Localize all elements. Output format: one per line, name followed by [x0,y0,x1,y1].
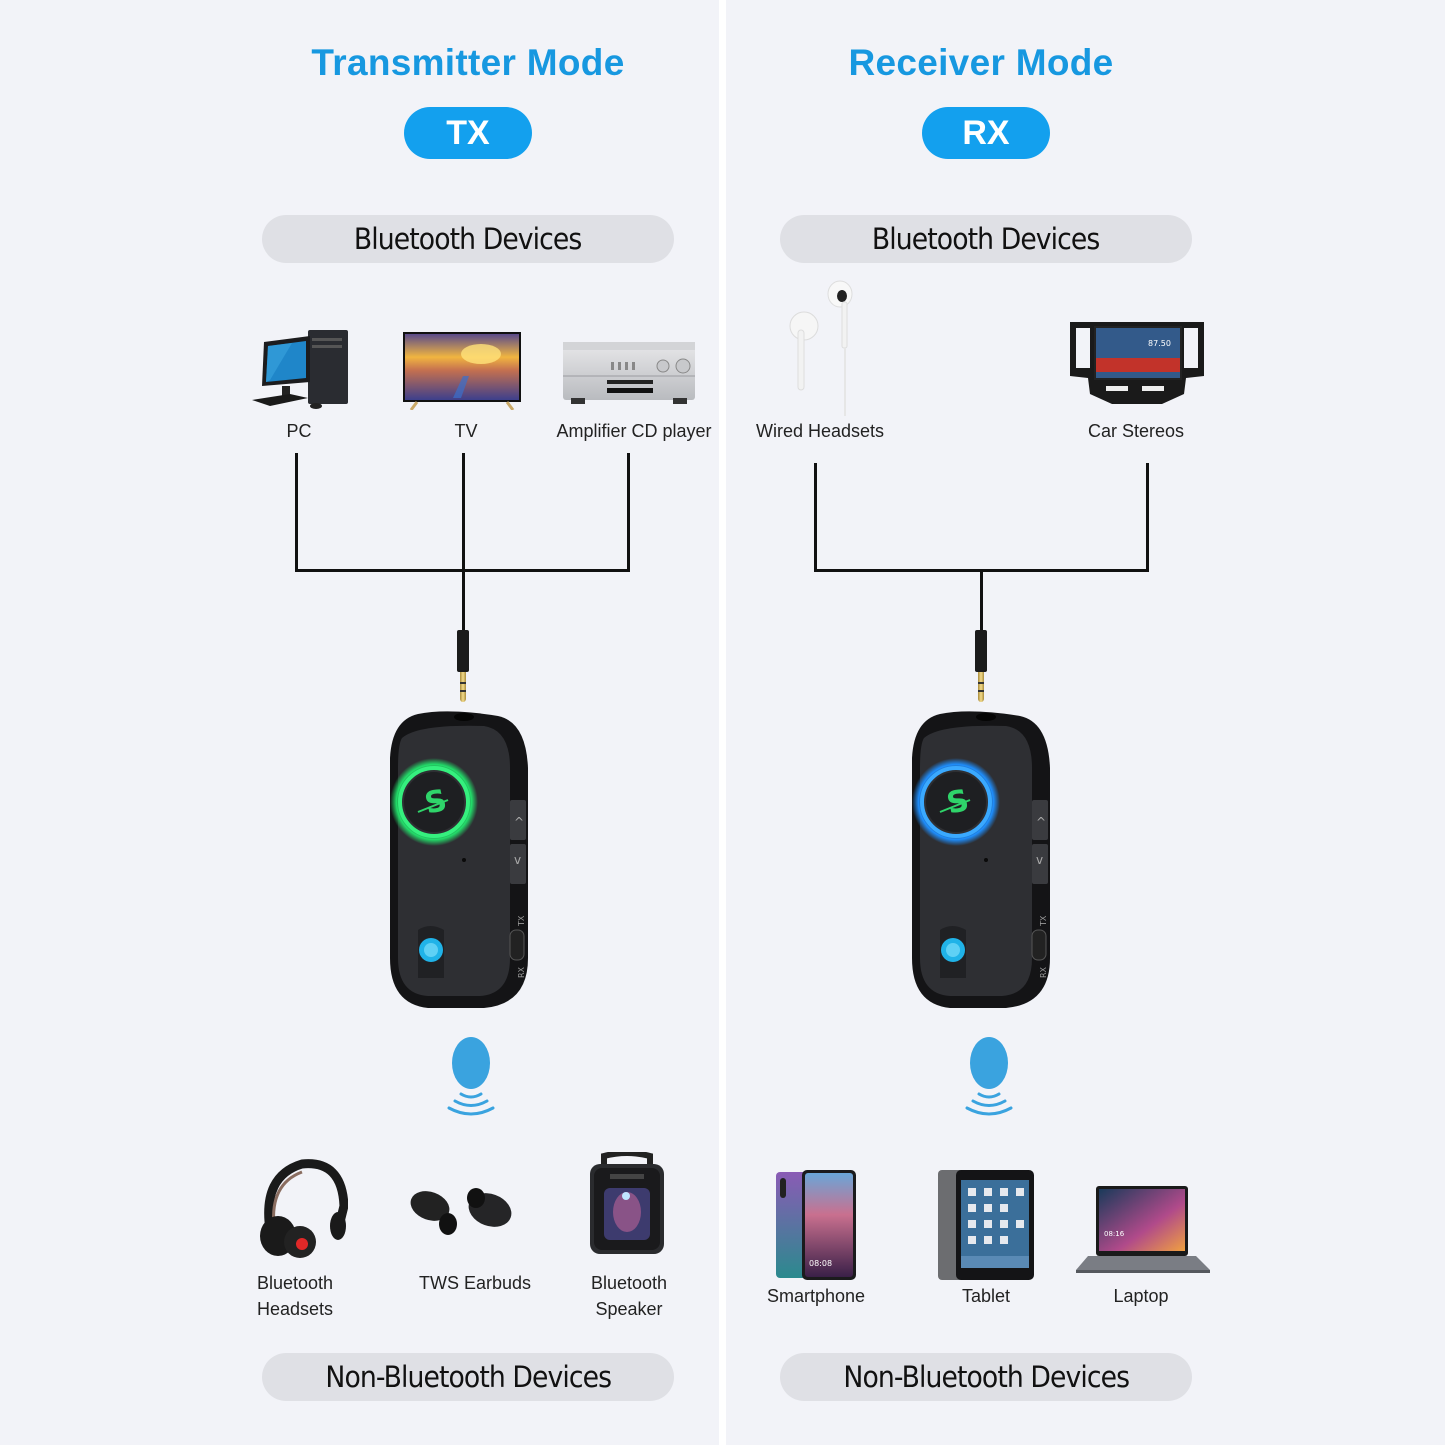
svg-text:v: v [514,853,521,867]
bluetooth-speaker-line1: Bluetooth [590,1273,668,1293]
tablet-icon [938,1170,1034,1280]
receiver-panel: Receiver Mode RX Bluetooth Devices Wired… [726,0,1445,1445]
aux-plug [975,630,987,672]
bluetooth-devices-pill: Bluetooth Devices [780,215,1192,263]
svg-text:^: ^ [514,815,524,829]
smartphone-icon: 08:08 [776,1170,856,1280]
tv-cable [462,453,465,633]
amplifier-label: Amplifier CD player [556,421,712,441]
touch-signal-icon [963,1034,1015,1118]
svg-text:v: v [1036,853,1043,867]
laptop-label: Laptop [1113,1286,1169,1306]
headphones-icon [256,1156,348,1260]
non-bluetooth-devices-label: Non-Bluetooth Devices [843,1360,1130,1394]
amplifier-icon [563,340,695,406]
receiver-mode-title: Receiver Mode [848,42,1114,83]
tx-badge: TX [404,107,532,159]
aux-plug-tip [460,672,466,702]
bluetooth-headsets-line2: Headsets [256,1299,334,1319]
wired-earphones-icon [784,278,858,418]
svg-text:RX: RX [1039,966,1048,978]
transmitter-mode-title: Transmitter Mode [311,42,625,83]
tv-icon [403,332,521,410]
smartphone-label: Smartphone [766,1286,866,1306]
bluetooth-speaker-label: Bluetooth Speaker [570,1270,688,1322]
aux-plug [457,630,469,672]
tws-earbuds-label: TWS Earbuds [418,1273,532,1293]
touch-signal-icon [445,1034,497,1118]
wired-headsets-cable [814,463,817,571]
pc-cable [295,453,298,571]
bluetooth-headsets-line1: Bluetooth [256,1273,334,1293]
car-stereo-icon: 87.50 [1066,318,1208,408]
tv-label: TV [454,421,478,441]
wired-headsets-label: Wired Headsets [755,421,885,441]
svg-text:08:16: 08:16 [1104,1230,1125,1238]
svg-text:87.50: 87.50 [1148,339,1171,348]
rx-badge: RX [922,107,1050,159]
pc-label: PC [286,421,312,441]
svg-text:TX: TX [517,915,526,927]
bluetooth-speaker-line2: Speaker [595,1299,663,1319]
amplifier-cable [627,453,630,571]
bluetooth-devices-label: Bluetooth Devices [872,222,1100,256]
tablet-label: Tablet [961,1286,1011,1306]
pc-icon [252,328,352,410]
laptop-icon: 08:16 [1076,1186,1210,1274]
rx-adapter-device: S ^ v TX RX [910,708,1055,1010]
svg-text:^: ^ [1036,815,1046,829]
cable-junction [295,569,630,572]
tx-adapter-device: S ^ v TX RX [388,708,533,1010]
earbuds-icon [408,1184,518,1242]
panel-divider [719,0,726,1445]
bluetooth-devices-pill: Bluetooth Devices [262,215,674,263]
aux-plug-tip [978,672,984,702]
transmitter-panel: Transmitter Mode TX Bluetooth Devices PC [0,0,719,1445]
bluetooth-headsets-label: Bluetooth Headsets [236,1270,354,1322]
non-bluetooth-devices-pill: Non-Bluetooth Devices [262,1353,674,1401]
svg-text:TX: TX [1039,915,1048,927]
speaker-icon [588,1152,666,1258]
svg-text:RX: RX [517,966,526,978]
non-bluetooth-devices-pill: Non-Bluetooth Devices [780,1353,1192,1401]
main-cable [980,569,983,633]
non-bluetooth-devices-label: Non-Bluetooth Devices [325,1360,612,1394]
svg-text:08:08: 08:08 [809,1259,832,1268]
car-stereo-cable [1146,463,1149,571]
bluetooth-devices-label: Bluetooth Devices [354,222,582,256]
car-stereos-label: Car Stereos [1087,421,1185,441]
